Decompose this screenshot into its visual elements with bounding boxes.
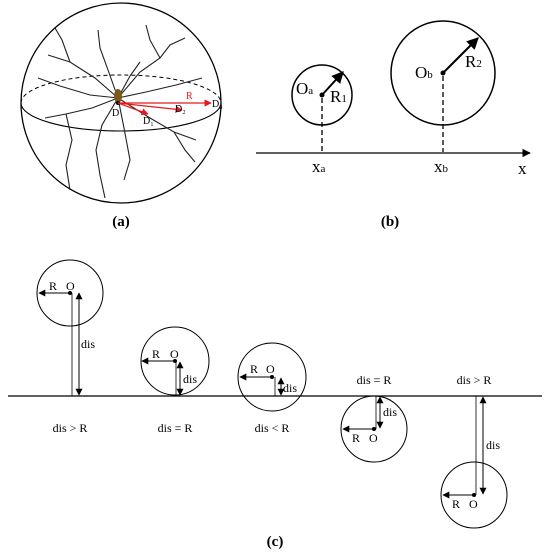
- case-4-o-label: O: [369, 431, 378, 445]
- case-1-dis-label: dis: [81, 337, 95, 351]
- case-1-condition: dis > R: [53, 421, 88, 435]
- crack-network: [37, 24, 203, 199]
- case-3: R O dis dis < R: [237, 342, 307, 435]
- case-4-condition: dis = R: [357, 373, 392, 387]
- case-3-o-label: O: [266, 362, 275, 376]
- case-3-circle: [237, 342, 307, 412]
- sphere-equator-front: [20, 102, 222, 132]
- case-4-dis-label: dis: [383, 405, 397, 419]
- circle-b-radius-arrow: [442, 37, 479, 74]
- case-2-condition: dis = R: [158, 421, 193, 435]
- case-5-condition: dis > R: [457, 373, 492, 387]
- radius-line-d1: [117, 102, 149, 116]
- case-2-circle: [140, 326, 210, 396]
- center-label: D: [112, 108, 119, 119]
- caption-c: (c): [267, 534, 284, 550]
- spider-icon: [114, 89, 122, 103]
- case-4: dis R O dis = R: [340, 373, 408, 463]
- case-2: R O dis dis = R: [140, 326, 210, 435]
- circle-b-center-label: Ob: [415, 63, 433, 82]
- case-4-r-label: R: [352, 431, 360, 445]
- d1-label: D₁: [143, 116, 154, 127]
- case-2-o-label: O: [170, 347, 179, 361]
- case-5-dis-label: dis: [486, 438, 500, 452]
- case-3-condition: dis < R: [255, 421, 290, 435]
- case-2-r-label: R: [152, 347, 160, 361]
- case-1-r-label: R: [49, 279, 57, 293]
- caption-a: (a): [112, 214, 130, 230]
- case-3-dis-label: dis: [283, 381, 297, 395]
- case-2-dis-label: dis: [183, 372, 197, 386]
- circle-a-radius-arrow: [321, 71, 344, 96]
- d3-label: D₃: [212, 99, 223, 110]
- panel-b: x Oa R1 xa Ob R2 xb (b): [256, 20, 531, 230]
- d2-label: D₂: [175, 104, 186, 115]
- panel-c: R O dis dis > R R O dis dis = R R O di: [8, 259, 542, 550]
- case-5-o-label: O: [469, 497, 478, 511]
- panel-a: D R D₁ D₂ D₃ (a): [20, 2, 223, 230]
- sphere-equator-back: [20, 74, 222, 104]
- case-5-circle: [440, 461, 508, 529]
- circle-b-radius-label: R2: [465, 52, 482, 71]
- case-4-circle: [340, 395, 408, 463]
- case-5-r-label: R: [452, 497, 460, 511]
- circle-b-x-label: xb: [434, 157, 449, 176]
- case-1-o-label: O: [66, 279, 75, 293]
- caption-b: (b): [381, 214, 399, 230]
- circle-a-center-label: Oa: [296, 79, 313, 98]
- radius-line-d2: [117, 102, 183, 113]
- case-1-circle: [36, 259, 104, 327]
- case-5: dis R O dis > R: [440, 373, 508, 529]
- radius-label: R: [186, 91, 193, 102]
- case-3-r-label: R: [250, 362, 258, 376]
- case-1: R O dis dis > R: [36, 259, 104, 435]
- circle-a-radius-label: R1: [330, 87, 347, 106]
- circle-a-x-label: xa: [312, 157, 326, 176]
- x-axis-label: x: [518, 159, 527, 178]
